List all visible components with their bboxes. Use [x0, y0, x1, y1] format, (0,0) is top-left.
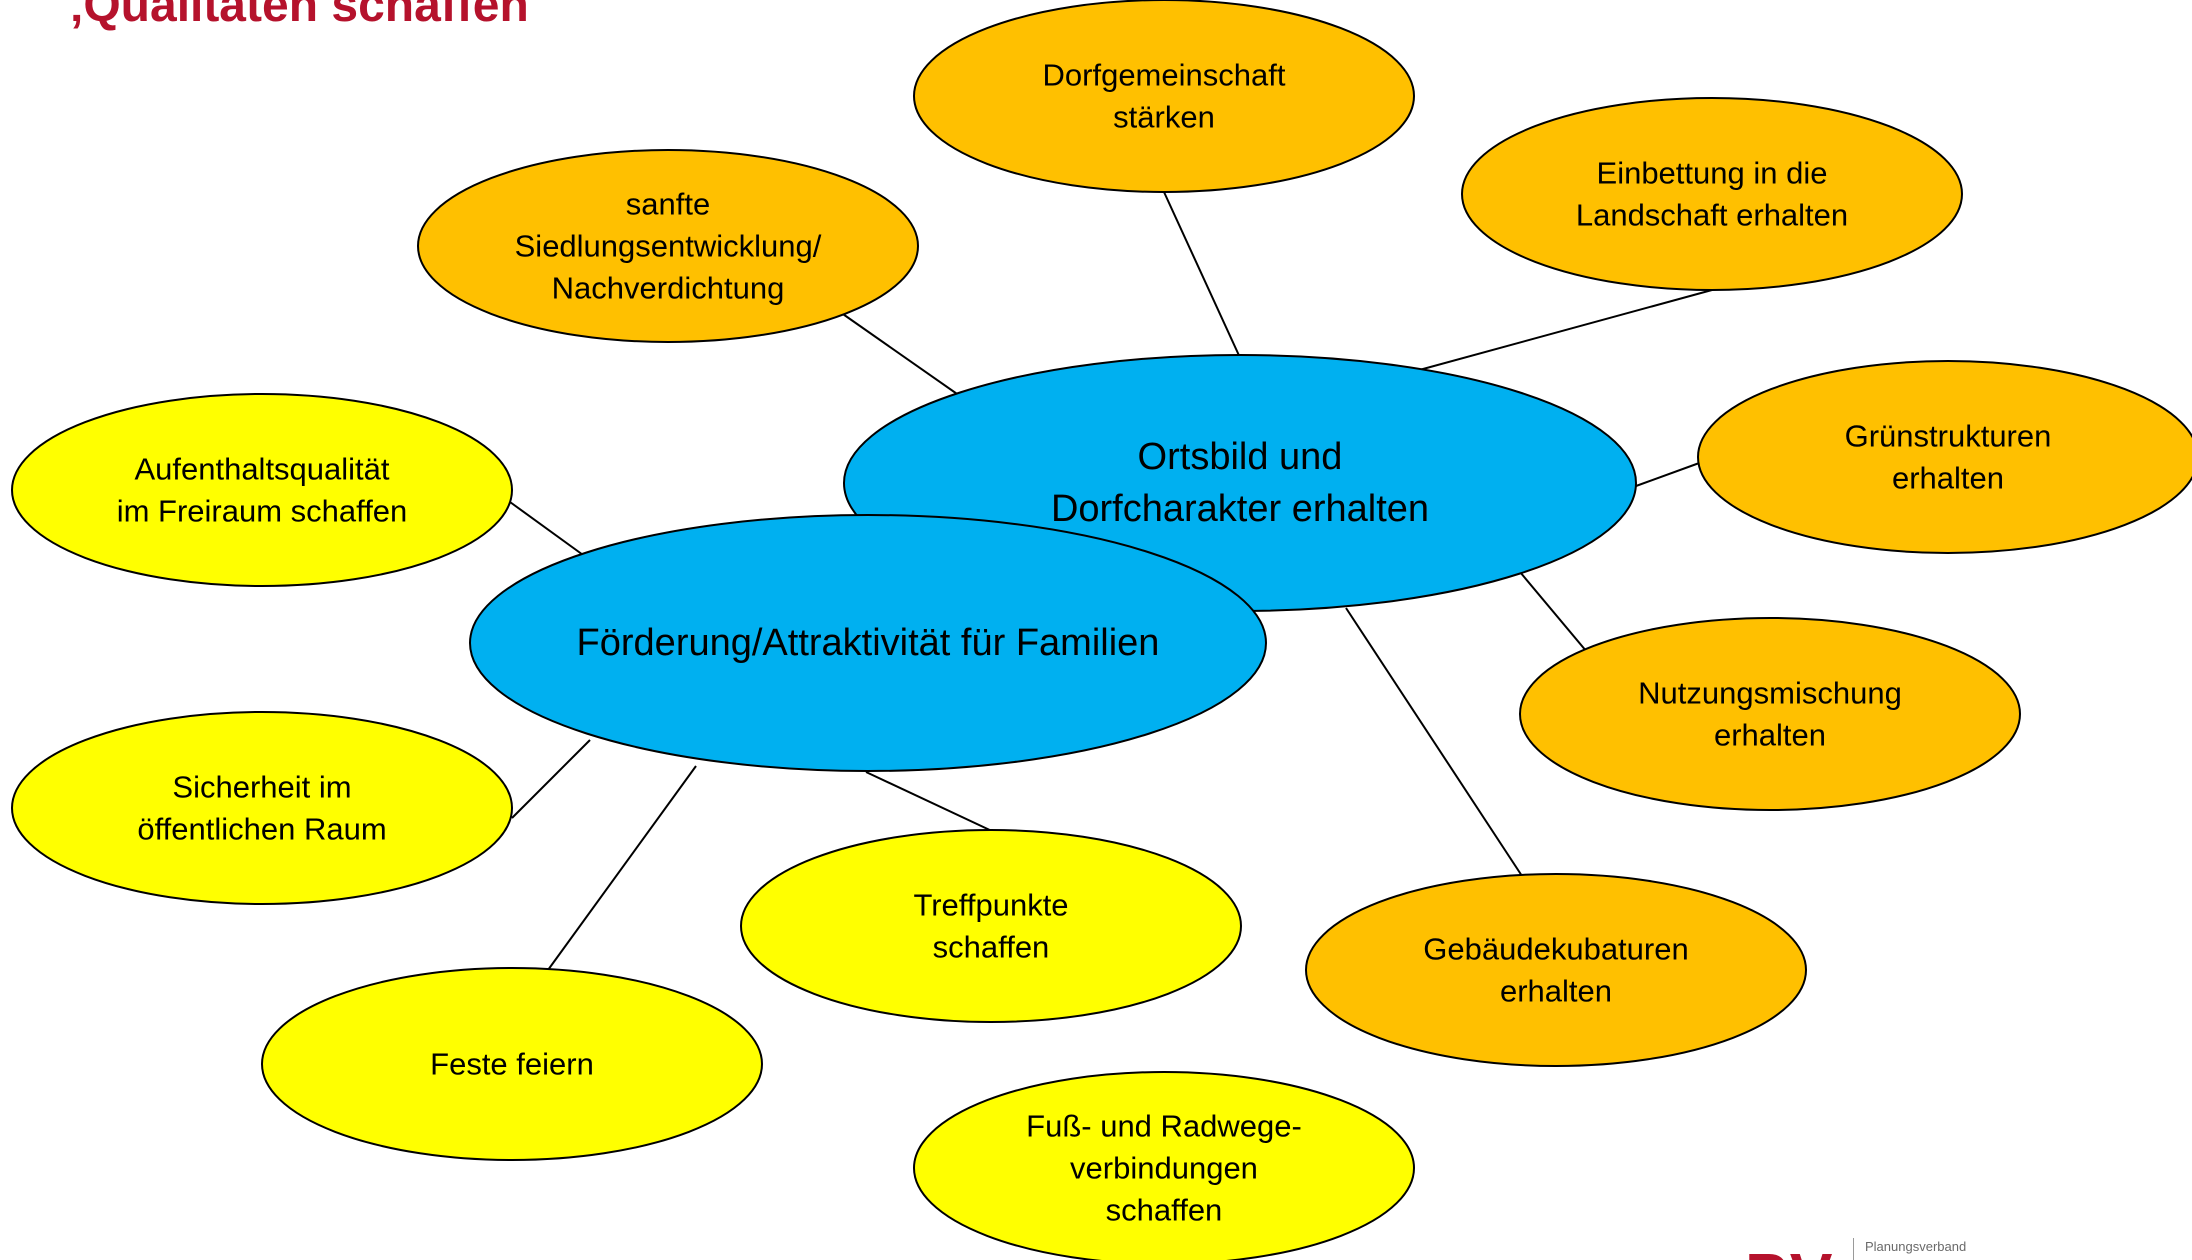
topic-node-shape-nutzung — [1519, 617, 2021, 811]
topic-node-label-gebaeude-line-2: erhalten — [1500, 974, 1612, 1009]
connector-gebaeude-to-ortsbild — [1345, 607, 1523, 877]
connectors — [509, 191, 1713, 971]
topic-node-label-aufenthalt-line-2: im Freiraum schaffen — [117, 494, 408, 529]
topic-node-shape-treffpunkte — [740, 829, 1242, 1023]
connector-gruen-to-ortsbild — [1635, 461, 1703, 487]
topic-node-shape-dorfgemeinschaft — [913, 0, 1415, 193]
topic-node-label-sicherheit-line-2: öffentlichen Raum — [137, 812, 386, 847]
topic-node-label-treffpunkte-line-2: schaffen — [933, 930, 1050, 965]
topic-node-treffpunkte: Treffpunkte schaffen — [740, 829, 1242, 1023]
connector-aufenthalt-to-familien — [509, 501, 591, 561]
topic-node-label-treffpunkte-line-1: Treffpunkte — [913, 888, 1068, 923]
topic-node-shape-gebaeude — [1305, 873, 1807, 1067]
topic-node-label-aufenthalt-line-1: Aufenthaltsqualität — [134, 452, 389, 487]
topic-node-shape-feste — [261, 967, 763, 1161]
topic-node-label-gebaeude-line-1: Gebäudekubaturen — [1423, 932, 1688, 967]
topic-node-label-fussrad-line-1: Fuß- und Radwege- — [1026, 1109, 1302, 1144]
connector-feste-to-familien — [547, 765, 697, 971]
topic-node-label-gruen-line-2: erhalten — [1892, 461, 2004, 496]
topic-node-shape-einbettung — [1461, 97, 1963, 291]
topic-node-label-nutzung-line-2: erhalten — [1714, 718, 1826, 753]
center-node-familien: Förderung/Attraktivität für Familien — [469, 514, 1267, 772]
topic-node-shape-gruen — [1697, 360, 2192, 554]
connector-treffpunkte-to-familien — [865, 771, 995, 833]
slide-title: ‚Qualitäten schaffen — [70, 0, 529, 32]
topic-node-label-fussrad-line-3: schaffen — [1106, 1193, 1223, 1228]
topic-node-label-siedlung-line-2: Siedlungsentwicklung/ — [515, 229, 822, 264]
topic-node-label-nutzung-line-1: Nutzungsmischung — [1638, 676, 1902, 711]
topic-node-label-einbettung-line-2: Landschaft erhalten — [1576, 198, 1848, 233]
connector-einbettung-to-ortsbild — [1411, 289, 1713, 373]
topic-node-sicherheit: Sicherheit im öffentlichen Raum — [11, 711, 513, 905]
topic-node-shape-sicherheit — [11, 711, 513, 905]
connector-siedlung-to-ortsbild — [839, 311, 961, 397]
topic-node-shape-fussrad — [913, 1071, 1415, 1260]
center-node-label-ortsbild-line-1: Ortsbild und — [1138, 436, 1343, 478]
topic-node-label-einbettung-line-1: Einbettung in die — [1597, 156, 1828, 191]
planungsverband-logo: PV Planungsverband — [1745, 1238, 1985, 1260]
topic-node-label-siedlung-line-3: Nachverdichtung — [552, 271, 785, 306]
connector-nutzung-to-ortsbild — [1519, 571, 1593, 659]
logo-mark: PV — [1745, 1244, 1834, 1260]
topic-node-gebaeude: Gebäudekubaturen erhalten — [1305, 873, 1807, 1067]
topic-node-gruen: Grünstrukturen erhalten — [1697, 360, 2192, 554]
logo-divider — [1853, 1238, 1854, 1260]
topic-node-label-dorfgemeinschaft-line-1: Dorfgemeinschaft — [1043, 58, 1286, 93]
topic-node-label-gruen-line-1: Grünstrukturen — [1845, 419, 2052, 454]
center-node-label-ortsbild-line-2: Dorfcharakter erhalten — [1051, 488, 1429, 530]
topic-node-aufenthalt: Aufenthaltsqualität im Freiraum schaffen — [11, 393, 513, 587]
topic-node-nutzung: Nutzungsmischung erhalten — [1519, 617, 2021, 811]
topic-node-shape-siedlung — [417, 149, 919, 343]
center-node-label-familien-line-1: Förderung/Attraktivität für Familien — [577, 622, 1160, 664]
logo-text: Planungsverband — [1865, 1239, 1967, 1254]
center-node-shape-familien — [469, 514, 1267, 772]
topic-node-siedlung: sanfteSiedlungsentwicklung/Nachverdichtu… — [417, 149, 919, 343]
connector-dorfgemeinschaft-to-ortsbild — [1163, 191, 1243, 363]
topic-node-shape-aufenthalt — [11, 393, 513, 587]
topic-node-label-fussrad-line-2: verbindungen — [1070, 1151, 1258, 1186]
topic-node-fussrad: Fuß- und Radwege-verbindungen schaffen — [913, 1071, 1415, 1260]
topic-node-label-feste-line-1: Feste feiern — [430, 1047, 594, 1082]
topic-node-feste: Feste feiern — [261, 967, 763, 1161]
connector-sicherheit-to-familien — [511, 739, 591, 819]
topic-node-label-sicherheit-line-1: Sicherheit im — [172, 770, 351, 805]
topic-node-label-siedlung-line-1: sanfte — [626, 187, 710, 222]
topic-node-dorfgemeinschaft: Dorfgemeinschaft stärken — [913, 0, 1415, 193]
topic-node-label-dorfgemeinschaft-line-2: stärken — [1113, 100, 1215, 135]
